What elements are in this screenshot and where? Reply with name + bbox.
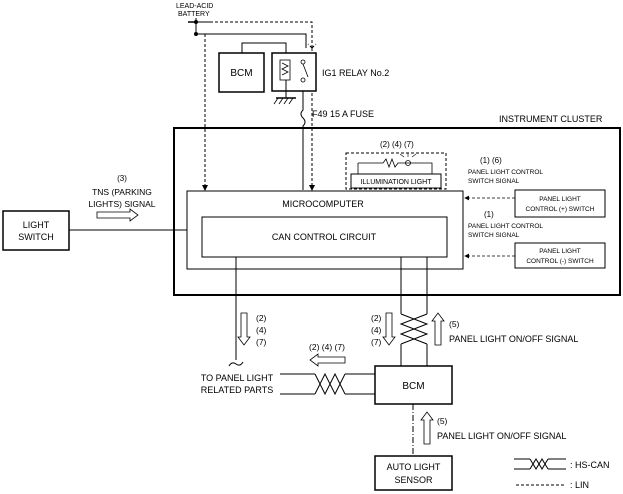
fuse-icon	[300, 91, 306, 190]
plc-minus-box-1: PANEL LIGHT	[539, 248, 581, 255]
to-panel-label-1: TO PANEL LIGHT	[201, 373, 274, 383]
bcm-top-label: BCM	[230, 68, 252, 79]
bcm-refs: (2) (4) (7)	[309, 342, 345, 352]
plc-plus-refs: (1) (6)	[480, 156, 502, 165]
plc-plus-sig-1: PANEL LIGHT CONTROL	[468, 169, 543, 176]
left-down-arrow-icon	[237, 312, 251, 346]
plc-minus-box-2: CONTROL (-) SWITCH	[526, 258, 594, 265]
low-ref-5: (5)	[437, 416, 448, 426]
battery-dashed-top	[210, 21, 317, 49]
battery-to-relay-wire	[196, 33, 307, 48]
plc-plus-sig-2: SWITCH SIGNAL	[468, 178, 520, 185]
left-ref-2: (2)	[256, 313, 267, 323]
illum-refs: (2) (4) (7)	[380, 140, 414, 149]
light-switch-label-2: SWITCH	[18, 232, 54, 242]
tns-label-2: LIGHTS) SIGNAL	[88, 199, 155, 209]
battery-label-1: LEAD-ACID	[176, 3, 213, 10]
legend-hscan-label: : HS-CAN	[570, 460, 610, 470]
auto-light-label-2: SENSOR	[394, 475, 433, 485]
legend-lin-label: : LIN	[570, 480, 589, 490]
hs-can-twist-icon	[399, 313, 429, 345]
plc-minus-switch-box	[514, 242, 606, 269]
plc-plus-box-2: CONTROL (+) SWITCH	[526, 206, 595, 213]
instrument-cluster-label: INSTRUMENT CLUSTER	[499, 114, 603, 124]
to-panel-label-2: RELATED PARTS	[201, 385, 274, 395]
instrument-cluster-box	[173, 127, 621, 296]
ig1-relay-box	[271, 52, 317, 92]
tns-ref: (3)	[117, 174, 127, 183]
plc-plus-box-1: PANEL LIGHT	[539, 196, 581, 203]
left-ref-7: (7)	[256, 337, 267, 347]
mid-down-arrow-icon	[382, 312, 396, 346]
mid-ref-4: (4)	[371, 325, 382, 335]
illumination-light-label: ILLUMINATION LIGHT	[360, 179, 432, 186]
junction-dot	[194, 20, 198, 24]
plc-minus-sig-2: SWITCH SIGNAL	[468, 232, 520, 239]
light-switch-box	[2, 210, 70, 251]
onoff-upper-label: PANEL LIGHT ON/OFF SIGNAL	[449, 334, 578, 344]
relay-coil-icon	[279, 59, 291, 81]
bcm-bottom-box	[374, 365, 453, 405]
battery-label-2: BATTERY	[178, 11, 210, 18]
tns-arrow-icon	[96, 208, 139, 222]
mid-ref-5: (5)	[449, 319, 460, 329]
mid-ref-7: (7)	[371, 337, 382, 347]
auto-light-label-1: AUTO LIGHT	[387, 462, 441, 472]
ig1-relay-label: IG1 RELAY No.2	[322, 68, 389, 78]
left-ref-4: (4)	[256, 325, 267, 335]
fuse-label: F49 15 A FUSE	[312, 109, 374, 119]
microcomputer-label: MICROCOMPUTER	[282, 199, 364, 209]
bcm-can-twist-icon	[314, 372, 346, 396]
illumination-light-box	[350, 173, 442, 189]
light-switch-label-1: LIGHT	[23, 220, 50, 230]
can-control-circuit-label: CAN CONTROL CIRCUIT	[272, 232, 377, 242]
tns-label-1: TNS (PARKING	[92, 187, 152, 197]
lamp-icon	[405, 160, 411, 166]
plc-plus-switch-box	[514, 189, 606, 218]
bcm-bottom-label: BCM	[402, 381, 424, 392]
illumination-dashed-box	[345, 152, 447, 190]
plc-minus-sig-1: PANEL LIGHT CONTROL	[468, 223, 543, 230]
lower-up-arrow-icon	[420, 411, 434, 445]
wire-break-icon	[228, 361, 244, 367]
auto-light-sensor-box	[374, 455, 453, 491]
can-control-circuit-box	[201, 216, 448, 258]
legend-hscan-icon	[529, 458, 549, 470]
bcm-left-arrow-icon	[309, 353, 346, 367]
plc-minus-refs: (1)	[484, 210, 494, 219]
onoff-lower-label: PANEL LIGHT ON/OFF SIGNAL	[437, 431, 566, 441]
mid-ref-2: (2)	[371, 313, 382, 323]
illumination-resistor-icon	[358, 157, 433, 174]
mid-up-arrow-icon	[431, 312, 445, 346]
